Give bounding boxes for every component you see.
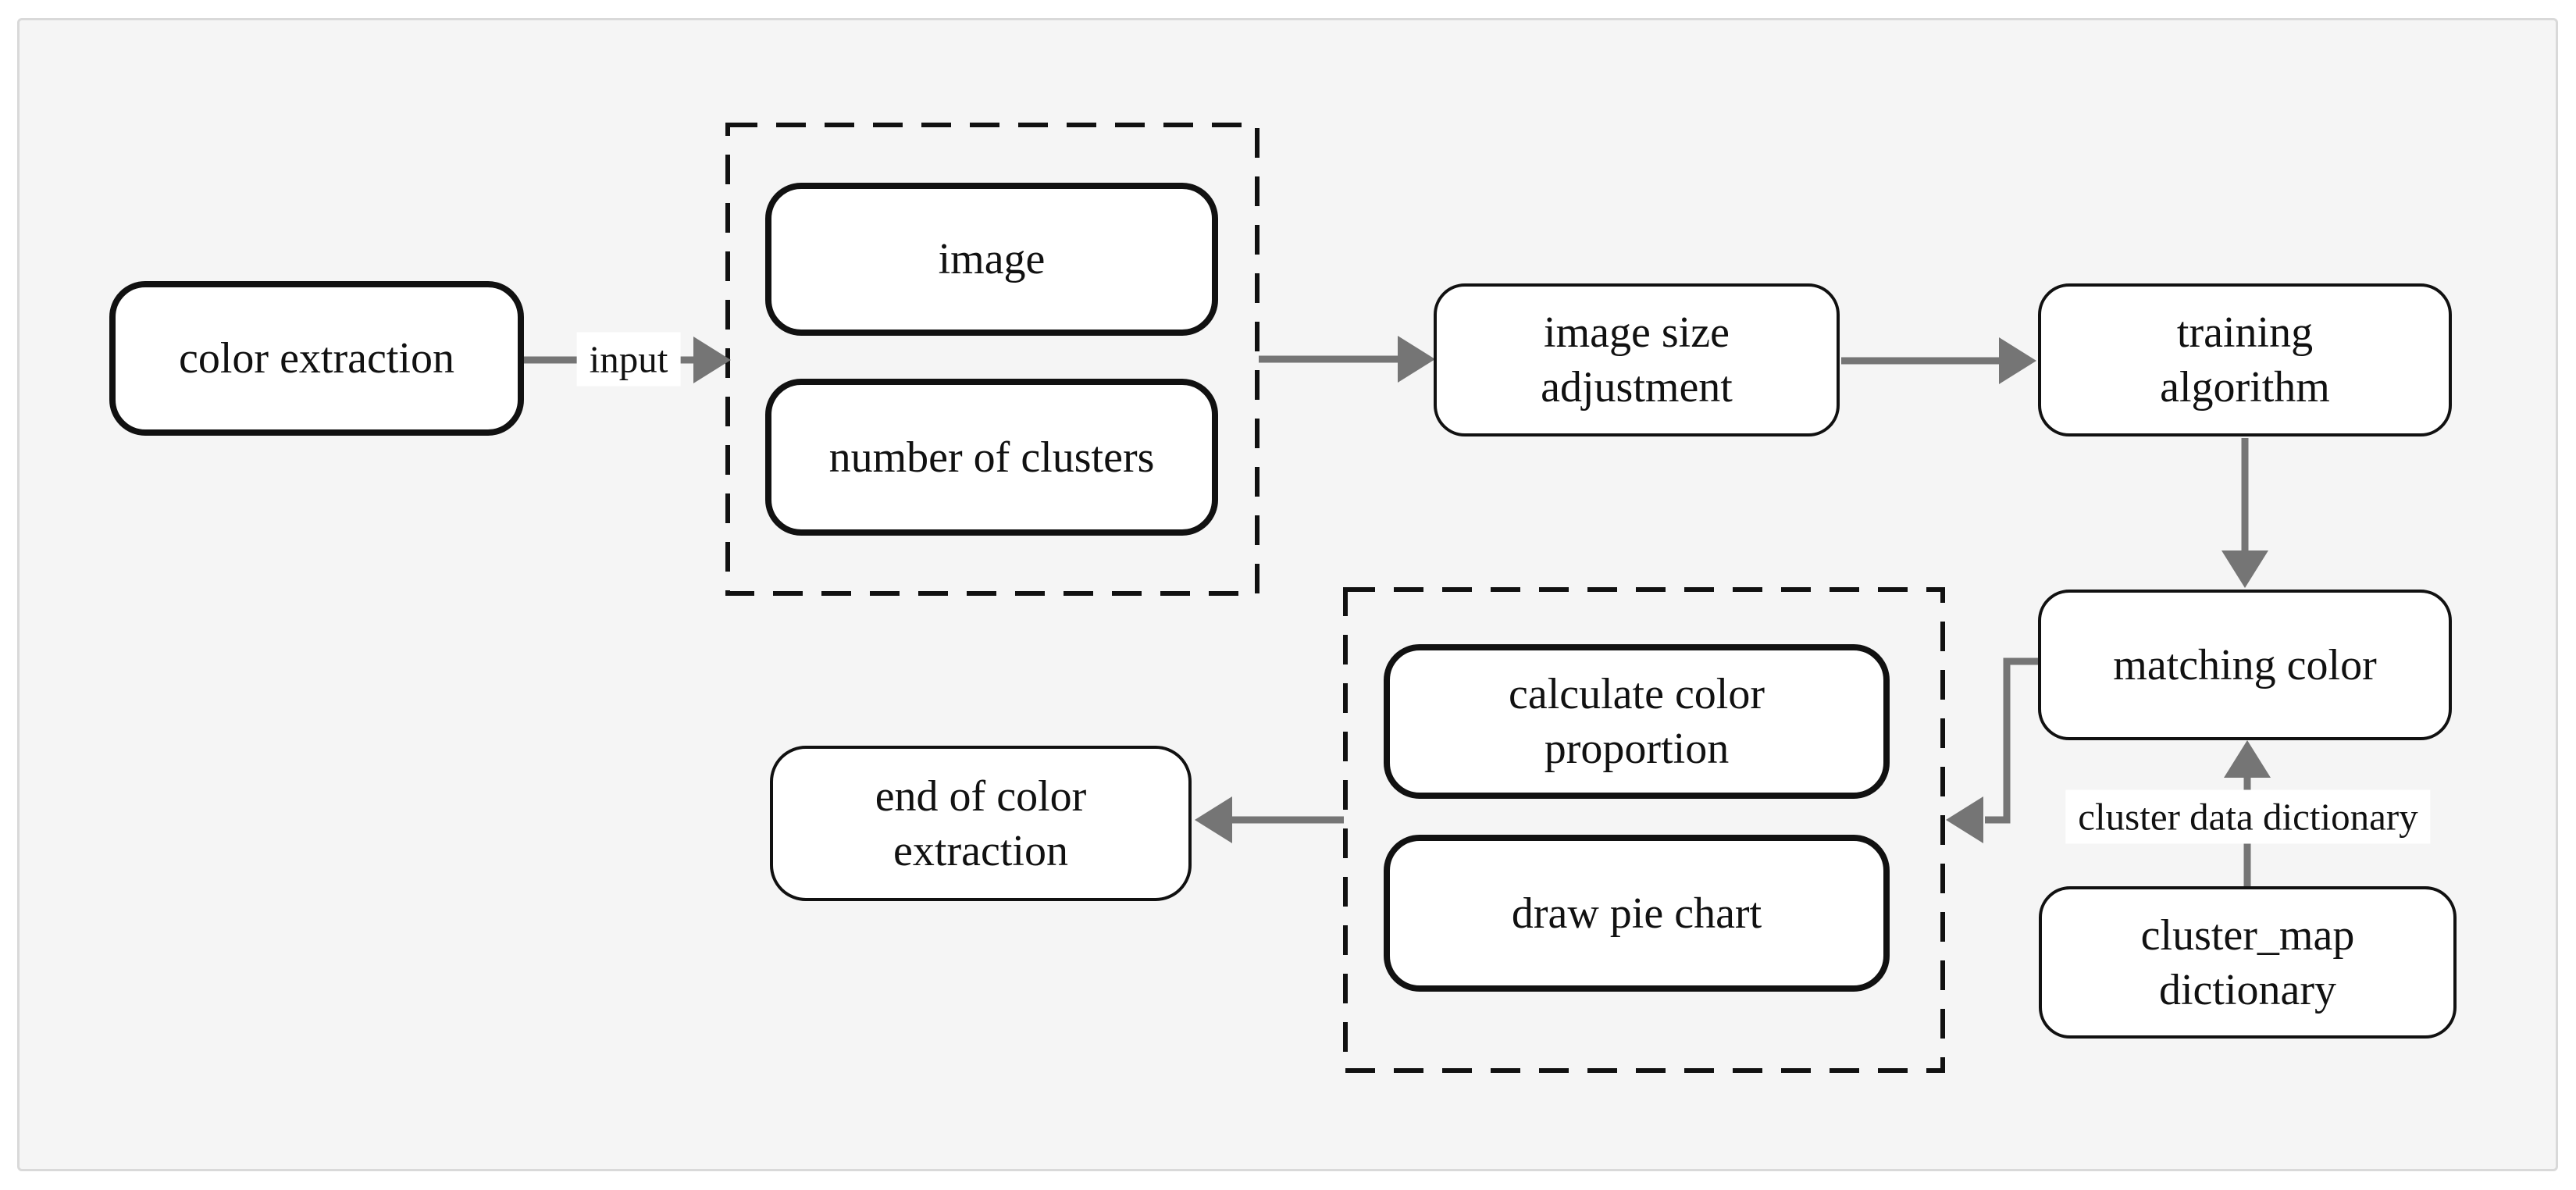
node-calculate-color-proportion: calculate color proportion bbox=[1384, 644, 1890, 799]
edge-label-input: input bbox=[576, 332, 681, 387]
node-end-of-color-extraction: end of color extraction bbox=[770, 746, 1192, 901]
node-training-algorithm: training algorithm bbox=[2038, 283, 2452, 436]
node-image-size-adjustment: image size adjustment bbox=[1434, 283, 1840, 436]
node-image: image bbox=[765, 183, 1218, 336]
node-number-of-clusters: number of clusters bbox=[765, 379, 1218, 536]
node-cluster-map-dictionary: cluster_map dictionary bbox=[2039, 886, 2457, 1039]
edge-label-cluster-data-dictionary: cluster data dictionary bbox=[2065, 789, 2431, 844]
node-draw-pie-chart: draw pie chart bbox=[1384, 835, 1890, 992]
node-color-extraction: color extraction bbox=[109, 281, 524, 436]
node-matching-color: matching color bbox=[2038, 590, 2452, 740]
